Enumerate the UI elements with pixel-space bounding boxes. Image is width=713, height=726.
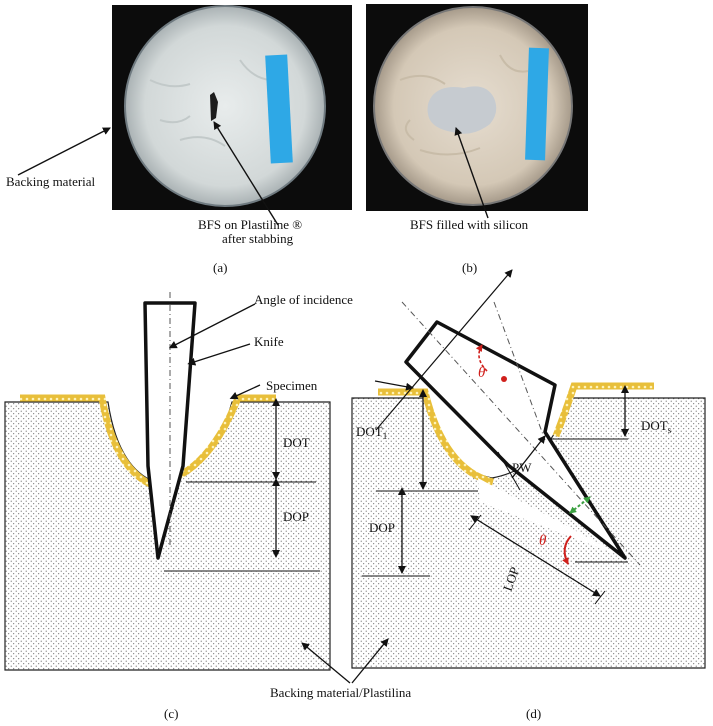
caption-c: (c): [164, 706, 178, 721]
specimen-arrow-d: [374, 380, 414, 391]
angle-label-c: Angle of incidence: [254, 292, 353, 307]
dots-text: DOT: [641, 418, 668, 433]
knife-c: [143, 301, 197, 560]
caption-d: (d): [526, 706, 541, 721]
backing-arrow-c: [301, 642, 351, 684]
normal-axis-d: [493, 301, 546, 441]
dot1-text: DOT: [356, 424, 383, 439]
dots-subscript: s: [668, 425, 672, 435]
dot1-label-d: DOT1: [356, 424, 387, 441]
specimen-layer-d-right: [552, 382, 654, 438]
pw-label-d: PW: [512, 460, 532, 475]
tape-label: [265, 54, 293, 164]
bfs-cut-mark: [210, 92, 218, 121]
knife-arrow-c: [187, 343, 251, 366]
bfs-arrow: [213, 121, 279, 226]
lop-dimension-d: [470, 515, 601, 597]
caption-b: (b): [462, 260, 477, 275]
backing-label: Backing material: [6, 174, 96, 189]
backing-arrow-d: [351, 638, 389, 684]
specimen-label-c: Specimen: [266, 378, 318, 393]
silicon-fill: [427, 86, 497, 134]
photo-a: Backing material BFS on Plastiline ® aft…: [6, 5, 352, 275]
angle-arrow-c: [168, 303, 256, 349]
backing-disc: [124, 5, 326, 207]
theta-label-bottom: θ: [539, 533, 547, 549]
dop-label-d: DOP: [369, 520, 395, 535]
bfs-label-line2: after stabbing: [222, 231, 294, 246]
dots-label-d: DOTs: [641, 418, 672, 435]
diagram-d: DOT1 DOTs PW DOP LOP θ θ (d): [351, 269, 706, 721]
tape-label-b: [525, 47, 549, 161]
pw-extension-d: [497, 451, 521, 491]
angle-arc-top-d: [475, 344, 488, 372]
diagram-c: Angle of incidence Knife Specimen DOT DO…: [4, 292, 353, 721]
bfs-label-line1: BFS on Plastiline ®: [198, 217, 302, 232]
angle-dot-d: [501, 376, 507, 382]
silicon-arrow: [454, 127, 489, 219]
knife-label-c: Knife: [254, 334, 284, 349]
theta-label-top: θ: [478, 365, 486, 381]
dot1-subscript: 1: [383, 431, 388, 441]
backing-arrow: [17, 127, 111, 176]
pw-dimension-d: [511, 435, 546, 479]
knife-arrow-d: [375, 269, 513, 431]
dop-label-c: DOP: [283, 509, 309, 524]
backing-plastilina-label: Backing material/Plastilina: [270, 685, 411, 700]
photo-b: BFS filled with silicon (b): [366, 4, 588, 275]
pw-arrow-d: [569, 496, 591, 514]
silicon-label: BFS filled with silicon: [410, 217, 529, 232]
specimen-arrow-c: [229, 384, 261, 400]
caption-a: (a): [213, 260, 227, 275]
dot-label-c: DOT: [283, 435, 310, 450]
